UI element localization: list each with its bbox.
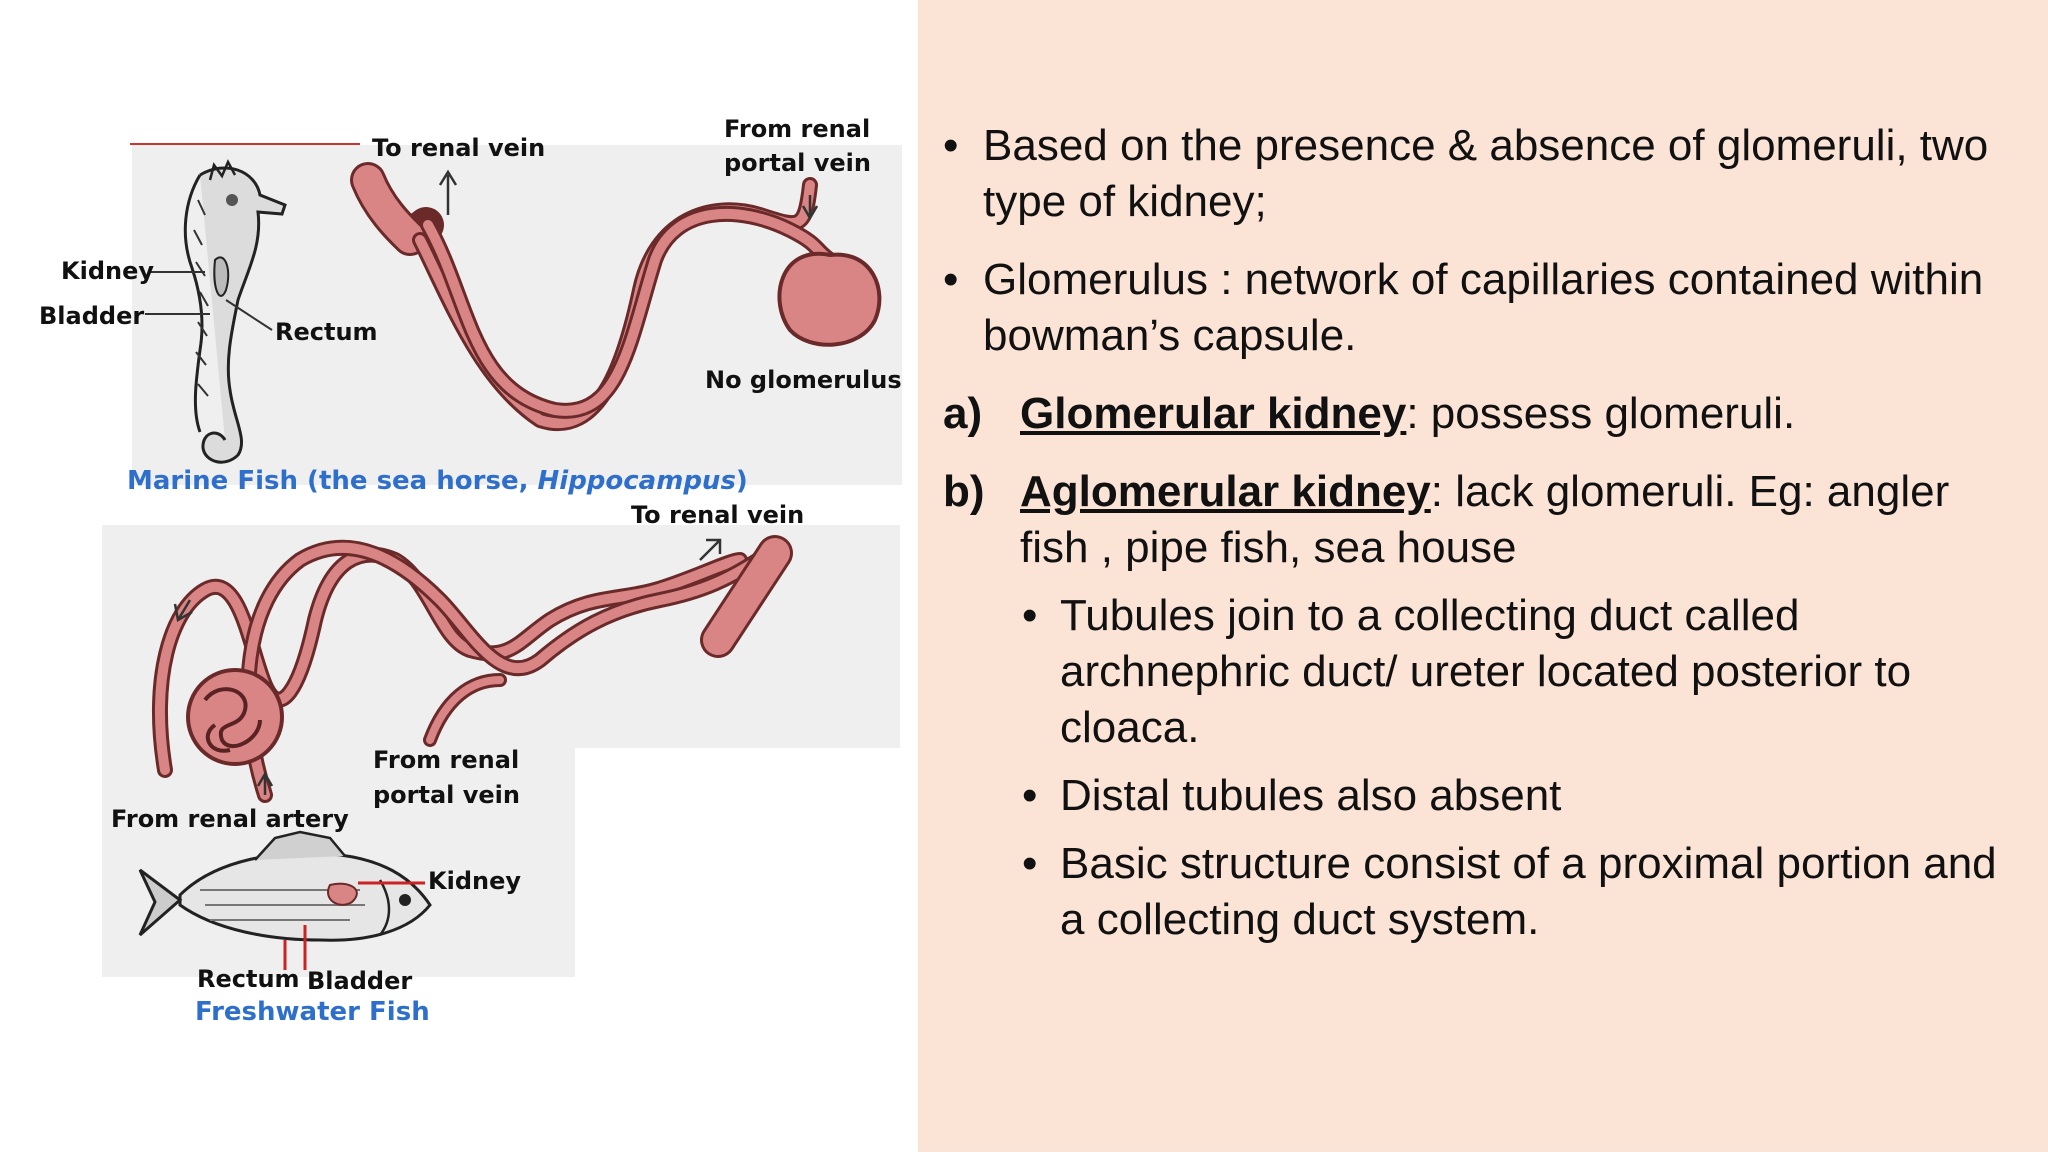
marine-label-to-renal-vein: To renal vein xyxy=(372,134,545,162)
bullet-text: Glomerulus : network of capillaries cont… xyxy=(983,255,1984,360)
bullet-text: Based on the presence & absence of glome… xyxy=(983,121,1989,226)
freshwater-label-from-renal-portal-line1: From renal xyxy=(373,746,519,774)
kidney-diagram: To renal vein From renal portal vein Kid… xyxy=(39,115,902,1027)
seahorse-rectum-pointer xyxy=(225,299,273,331)
freshwater-fish-illustration xyxy=(138,830,432,942)
marine-label-kidney: Kidney xyxy=(61,257,154,285)
marine-label-rectum: Rectum xyxy=(275,318,378,346)
diagram-panel: To renal vein From renal portal vein Kid… xyxy=(0,0,918,1152)
sub-bullet-text: Tubules join to a collecting duct called… xyxy=(1060,591,1912,752)
marine-vessels xyxy=(350,162,882,431)
glomerular-kidney-term: Glomerular kidney xyxy=(1020,389,1407,438)
bullet-marker: • xyxy=(1022,771,1038,820)
list-letter: b) xyxy=(943,467,985,516)
freshwater-label-to-renal-vein: To renal vein xyxy=(631,501,804,529)
freshwater-label-kidney: Kidney xyxy=(428,867,521,895)
glomerular-kidney-text: : possess glomeruli. xyxy=(1406,389,1796,438)
marine-caption: Marine Fish (the sea horse, Hippocampus) xyxy=(127,466,748,496)
bullet-marker: • xyxy=(1022,839,1038,888)
bullet-marker: • xyxy=(1022,591,1038,640)
marine-label-no-glomerulus: No glomerulus xyxy=(705,366,902,394)
marine-label-from-renal-portal-line1: From renal xyxy=(724,115,870,143)
text-panel xyxy=(918,0,2048,1152)
freshwater-label-from-renal-portal-line2: portal vein xyxy=(373,781,520,809)
marine-label-from-renal-portal-line2: portal vein xyxy=(724,149,871,177)
sub-bullet-item: • Basic structure consist of a proximal … xyxy=(943,836,2023,948)
lettered-item-b: b) Aglomerular kidney: lack glomeruli. E… xyxy=(943,464,2023,576)
bullet-item: • Based on the presence & absence of glo… xyxy=(943,118,2023,230)
freshwater-label-from-renal-artery: From renal artery xyxy=(111,805,349,833)
slide-content: • Based on the presence & absence of glo… xyxy=(943,118,2023,960)
lettered-item-a: a) Glomerular kidney: possess glomeruli. xyxy=(943,386,2023,442)
bullet-marker: • xyxy=(943,121,959,170)
freshwater-vessels xyxy=(152,535,793,803)
sub-bullet-text: Distal tubules also absent xyxy=(1060,771,1562,820)
freshwater-caption: Freshwater Fish xyxy=(195,997,430,1027)
seahorse-illustration xyxy=(183,159,287,464)
freshwater-label-rectum: Rectum xyxy=(197,965,300,993)
aglomerular-kidney-term: Aglomerular kidney xyxy=(1020,467,1431,516)
aglomerular-kidney-text: : lack glomeruli. Eg: angler fish , pipe… xyxy=(1020,467,1950,572)
sub-bullet-text: Basic structure consist of a proximal po… xyxy=(1060,839,1997,944)
bullet-item: • Glomerulus : network of capillaries co… xyxy=(943,252,2023,364)
sub-bullet-item: • Distal tubules also absent xyxy=(943,768,2023,824)
sub-bullet-item: • Tubules join to a collecting duct call… xyxy=(943,588,2023,756)
marine-label-bladder: Bladder xyxy=(39,302,144,330)
freshwater-label-bladder: Bladder xyxy=(307,967,412,995)
list-letter: a) xyxy=(943,389,983,438)
bullet-marker: • xyxy=(943,255,959,304)
